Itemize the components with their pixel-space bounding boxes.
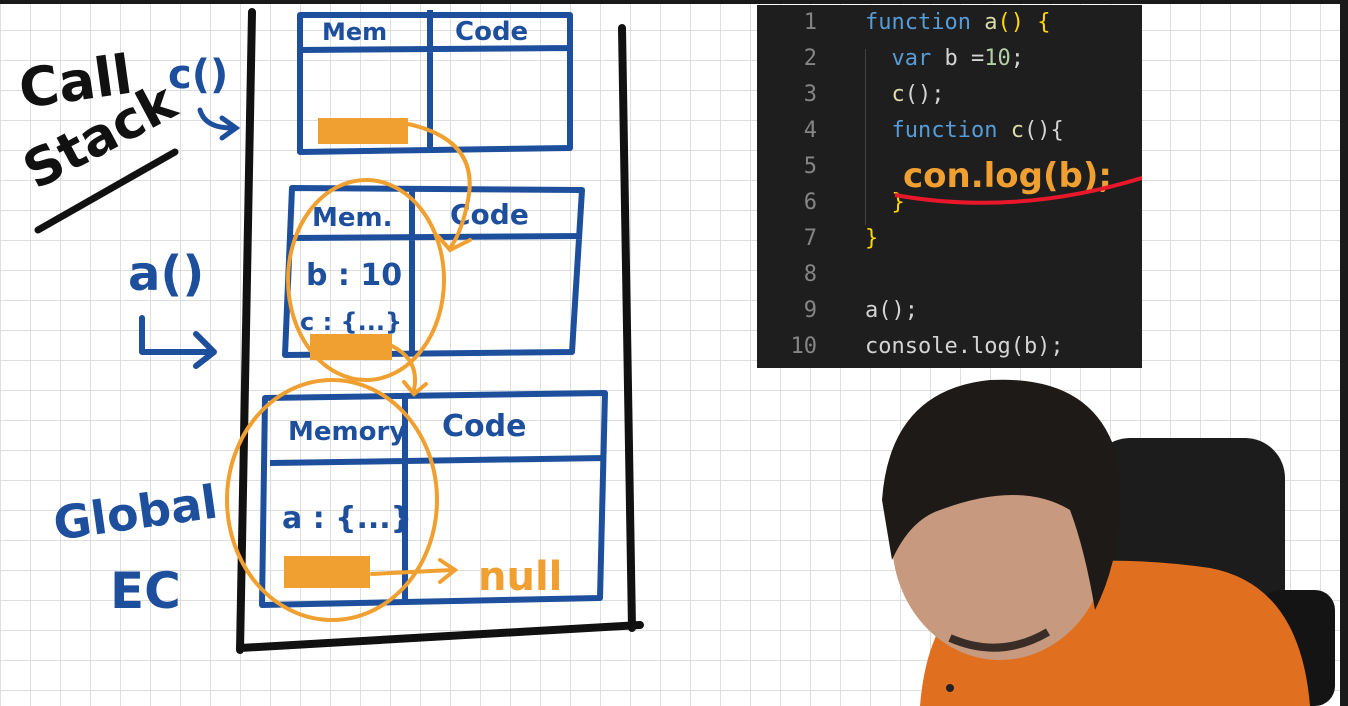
line-number: 1 (803, 10, 817, 35)
line-source: c(); (891, 82, 945, 107)
a-to-global-arrow-icon (390, 344, 428, 397)
line-source: function c(){ (891, 118, 1064, 143)
line-number: 4 (803, 118, 817, 143)
line-number: 7 (803, 226, 817, 251)
line-source: console.log(b); (865, 334, 1064, 359)
line-source: function a() { (865, 10, 1051, 35)
presenter-video (882, 379, 1335, 706)
hair (882, 379, 1120, 610)
right-border (1340, 0, 1348, 706)
frame-global-memory-a: a : {...} (282, 501, 412, 536)
a-call-label: a() (128, 246, 204, 302)
frame-a-memory-c: c : {...} (300, 308, 402, 336)
code-line-4: 4 function c(){ (757, 113, 1142, 149)
call-stack-underline (34, 148, 179, 234)
ec-label: EC (110, 562, 181, 620)
indent-guide (865, 49, 866, 225)
c-call-label: c() (168, 52, 228, 98)
code-line-7: 7 } (757, 221, 1142, 257)
top-border (0, 0, 1348, 4)
line-number: 8 (803, 262, 817, 287)
code-annotation-layer: con.log(b); (894, 156, 1142, 205)
line-source: } (865, 226, 879, 251)
code-line-5: 5 (757, 149, 1142, 185)
frame-global-code-header: Code (442, 409, 526, 444)
line-number: 3 (803, 82, 817, 107)
call-label: Call (15, 43, 136, 121)
frame-a-scope-circle (286, 178, 446, 382)
line-source: a(); (865, 298, 918, 323)
null-label: null (478, 554, 562, 600)
code-line-10: 10 console.log(b); (757, 329, 1142, 365)
global-scope-circle (225, 378, 439, 622)
frame-global: Memory Code a : {...} (259, 390, 608, 608)
frame-c-lexical-env (318, 118, 408, 144)
frame-a-lexical-env (310, 334, 392, 360)
line-number: 5 (803, 154, 817, 179)
line-number: 9 (803, 298, 817, 323)
a-arrow-icon (139, 315, 217, 369)
code-line-2: 2 var b =10; (757, 41, 1142, 77)
call-stack-container (236, 8, 644, 654)
code-line-1: 1 function a() { (757, 5, 1142, 41)
handwritten-console-log: con.log(b); (903, 156, 1112, 196)
frame-c: Mem Code (297, 10, 573, 155)
code-editor-panel: 1 function a() { 2 var b =10; 3 c(); 4 f… (757, 5, 1142, 368)
line-number: 6 (803, 190, 817, 215)
microphone-icon (946, 684, 954, 692)
frame-global-memory-header: Memory (288, 417, 406, 447)
frame-global-lexical-env (284, 556, 370, 588)
beard (948, 628, 1051, 652)
line-number: 10 (790, 334, 818, 359)
c-to-a-arrow-icon (406, 122, 472, 253)
frame-a-memory-header: Mem. (312, 203, 392, 233)
line-source: var b =10; (891, 46, 1024, 71)
code-line-3: 3 c(); (757, 77, 1142, 113)
code-line-8: 8 (757, 257, 1142, 293)
global-label: Global (50, 474, 221, 550)
line-number: 2 (803, 46, 817, 71)
code-line-9: 9 a(); (757, 293, 1142, 329)
red-underline (894, 175, 1142, 205)
global-to-null-arrow-icon (370, 558, 459, 584)
frame-c-code-header: Code (455, 17, 528, 47)
frame-c-memory-header: Mem (322, 18, 387, 46)
c-arrow-icon (197, 107, 241, 141)
frame-a-memory-b: b : 10 (306, 258, 402, 293)
